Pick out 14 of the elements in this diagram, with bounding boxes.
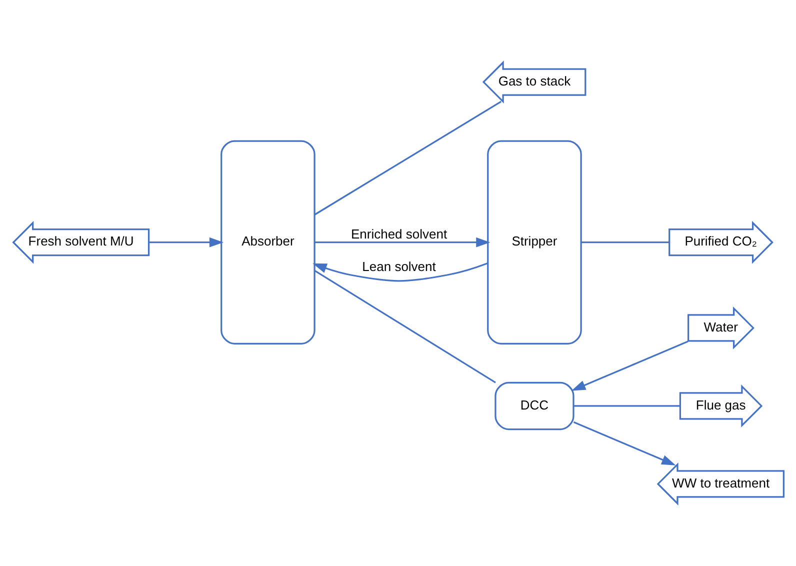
connector — [573, 405, 680, 407]
edge-label: Enriched solvent — [350, 226, 447, 242]
arrow — [148, 237, 224, 248]
arrow — [570, 340, 688, 391]
connector — [314, 100, 502, 216]
node-box: Stripper — [486, 140, 582, 344]
arrow — [572, 421, 676, 466]
edge-label: Lean solvent — [362, 259, 436, 274]
connector — [580, 242, 669, 244]
connector — [314, 270, 496, 384]
node-box: DCC — [494, 382, 574, 430]
arrow — [314, 237, 490, 248]
node-box: Absorber — [220, 140, 315, 344]
arrow — [312, 262, 488, 282]
